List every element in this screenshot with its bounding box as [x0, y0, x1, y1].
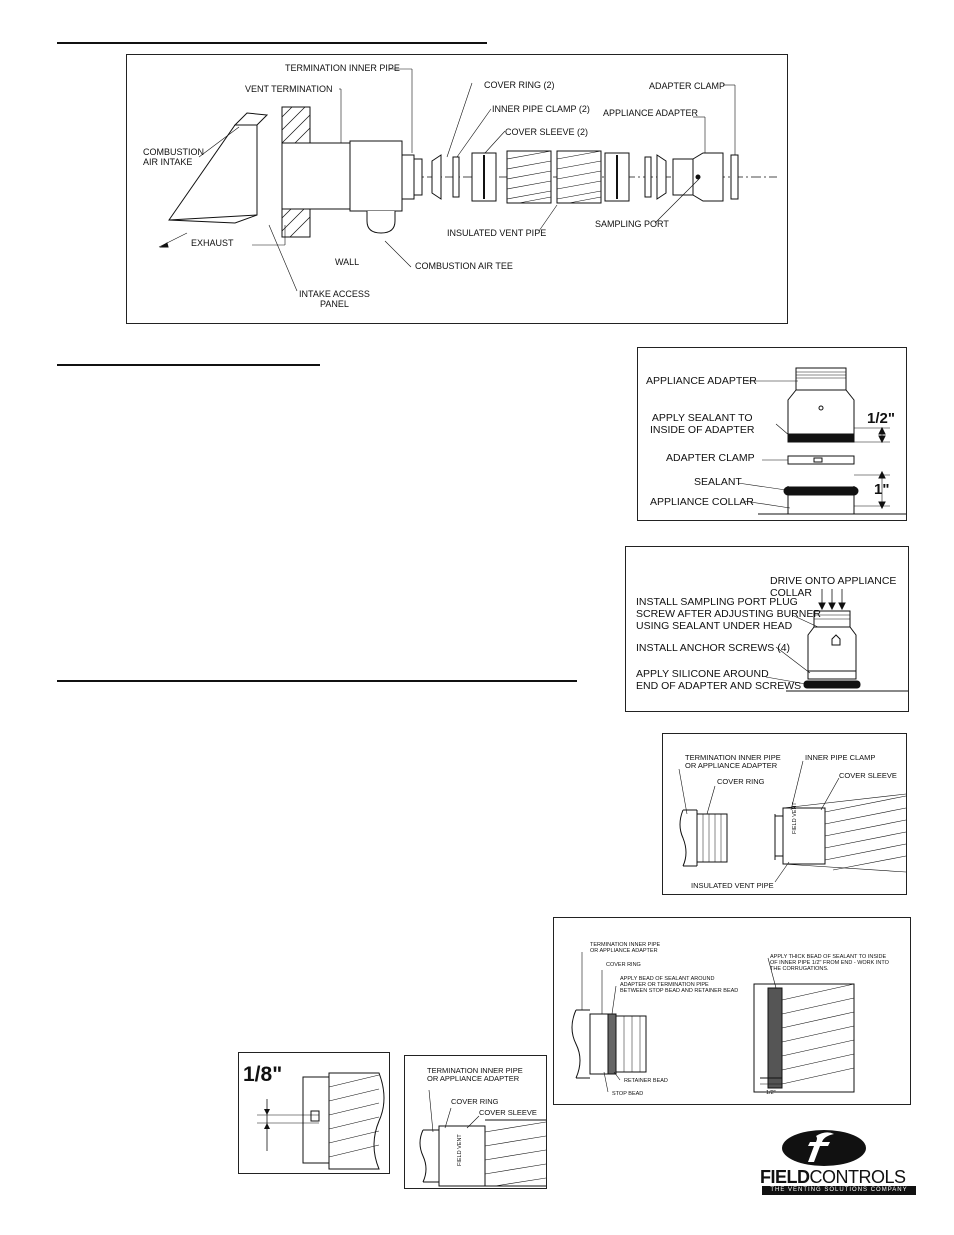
label-termination-or-adapter: TERMINATION INNER PIPE OR APPLIANCE ADAP… [590, 942, 661, 954]
label-combustion-air-intake: COMBUSTION AIR INTAKE [143, 147, 205, 167]
section-rule-top [57, 42, 487, 44]
cover-ring-sleeve-diagram: TERMINATION INNER PIPE OR APPLIANCE ADAP… [662, 733, 907, 895]
eighth-inch-gap-diagram: 1/8" [238, 1052, 390, 1174]
label-apply-thick-bead: APPLY THICK BEAD OF SEALANT TO INSIDE OF… [770, 954, 889, 972]
label-retainer-bead: RETAINER BEAD [624, 1078, 668, 1084]
drive-onto-collar-diagram: DRIVE ONTO APPLIANCE COLLAR INSTALL SAMP… [625, 546, 909, 712]
label-adapter-clamp: ADAPTER CLAMP [666, 452, 755, 464]
label-appliance-collar: APPLIANCE COLLAR [650, 496, 754, 508]
sleeve-mark-text: FIELD VENT [457, 1134, 463, 1166]
label-cover-ring: COVER RING [606, 962, 641, 968]
label-wall: WALL [335, 257, 360, 267]
label-inner-pipe-clamp: INNER PIPE CLAMP (2) [492, 104, 590, 114]
label-appliance-adapter: APPLIANCE ADAPTER [646, 375, 757, 387]
label-cover-ring: COVER RING [717, 777, 765, 786]
exploded-view-diagram: TERMINATION INNER PIPE VENT TERMINATION … [126, 54, 788, 324]
brand-tagline: THE VENTING SOLUTIONS COMPANY [762, 1186, 916, 1195]
label-sealant: SEALANT [694, 476, 742, 488]
brand-name-light: CONTROLS [809, 1167, 907, 1187]
assembled-sleeve-drawing [419, 1089, 546, 1187]
sealant-bead-diagram: TERMINATION INNER PIPE OR APPLIANCE ADAP… [553, 917, 911, 1105]
label-inner-pipe-clamp: INNER PIPE CLAMP [805, 753, 876, 762]
dimension-one-inch: 1" [874, 481, 890, 498]
label-vent-termination: VENT TERMINATION [245, 84, 333, 94]
label-exhaust: EXHAUST [191, 238, 234, 248]
label-insulated-vent-pipe: INSULATED VENT PIPE [691, 881, 774, 890]
label-stop-bead: STOP BEAD [612, 1091, 644, 1097]
section-rule-2 [57, 364, 320, 366]
label-apply-sealant: APPLY SEALANT TO INSIDE OF ADAPTER [650, 412, 755, 436]
label-termination-or-adapter: TERMINATION INNER PIPE OR APPLIANCE ADAP… [427, 1066, 523, 1083]
label-appliance-adapter: APPLIANCE ADAPTER [603, 108, 699, 118]
label-cover-sleeve: COVER SLEEVE [479, 1108, 537, 1117]
label-cover-ring: COVER RING [451, 1097, 499, 1106]
eighth-inch-gap-drawing [257, 1072, 385, 1170]
appliance-adapter-drawing [737, 367, 906, 515]
appliance-adapter-diagram: APPLIANCE ADAPTER APPLY SEALANT TO INSID… [637, 347, 907, 521]
brand-name: FIELDCONTROLS [760, 1167, 906, 1188]
label-termination-or-adapter: TERMINATION INNER PIPE OR APPLIANCE ADAP… [685, 753, 781, 770]
sealant-bead-drawing [571, 952, 855, 1093]
field-controls-logo-icon [782, 1130, 866, 1166]
label-insulated-vent-pipe: INSULATED VENT PIPE [447, 228, 547, 238]
label-sampling-port: SAMPLING PORT [595, 219, 669, 229]
label-cover-sleeve: COVER SLEEVE [839, 771, 897, 780]
sleeve-mark-text: FIELD VENT [792, 802, 798, 834]
brand-name-bold: FIELD [760, 1167, 810, 1187]
label-apply-silicone: APPLY SILICONE AROUND END OF ADAPTER AND… [636, 668, 802, 692]
label-termination-inner-pipe: TERMINATION INNER PIPE [285, 63, 400, 73]
label-cover-ring: COVER RING (2) [484, 80, 555, 90]
label-apply-bead: APPLY BEAD OF SEALANT AROUND ADAPTER OR … [620, 976, 739, 994]
label-cover-sleeve: COVER SLEEVE (2) [505, 127, 589, 137]
label-install-plug: INSTALL SAMPLING PORT PLUG SCREW AFTER A… [636, 596, 821, 632]
label-combustion-air-tee: COMBUSTION AIR TEE [415, 261, 513, 271]
label-drive-onto-collar: DRIVE ONTO APPLIANCE COLLAR [770, 575, 897, 599]
dimension-half-inch: 1/2" [867, 410, 895, 427]
drive-onto-collar-drawing [765, 589, 908, 692]
label-half-inch: 1/2" [766, 1090, 776, 1096]
label-adapter-clamp: ADAPTER CLAMP [649, 81, 726, 91]
assembled-sleeve-diagram: TERMINATION INNER PIPE OR APPLIANCE ADAP… [404, 1055, 547, 1189]
label-install-anchor-screws: INSTALL ANCHOR SCREWS (4) [636, 642, 791, 654]
cover-ring-sleeve-drawing [678, 760, 906, 883]
section-rule-3 [57, 680, 577, 682]
exploded-view-drawing [158, 68, 777, 292]
dimension-eighth-inch: 1/8" [243, 1063, 283, 1086]
label-intake-access-panel: INTAKE ACCESS PANEL [299, 289, 370, 309]
